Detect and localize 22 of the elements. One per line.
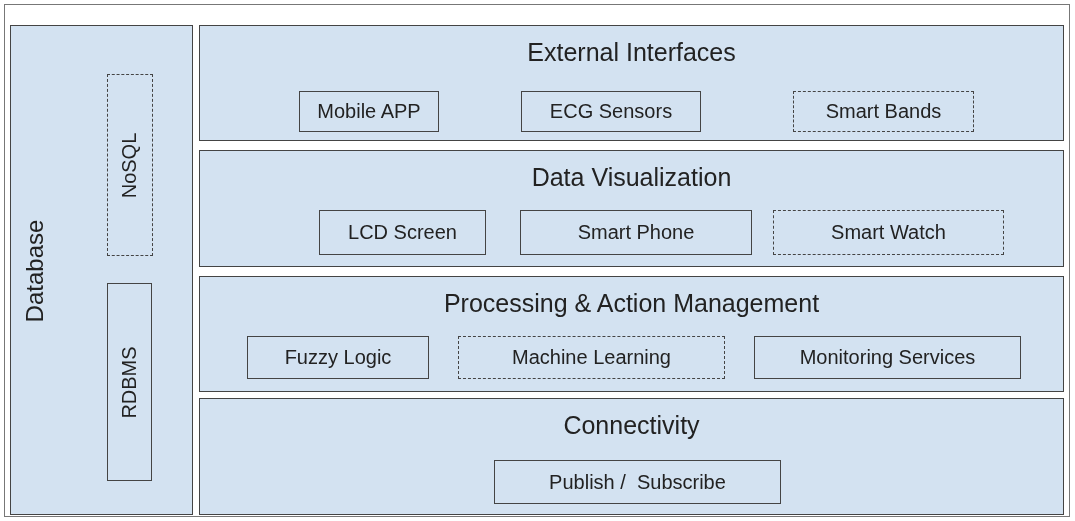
component-box: LCD Screen [319, 210, 486, 255]
layer-panel [199, 150, 1064, 267]
component-box: RDBMS [107, 283, 152, 481]
panel-title: Database [21, 219, 49, 323]
layer-title: Connectivity [562, 411, 701, 440]
component-box: Smart Watch [773, 210, 1004, 255]
component-box: Monitoring Services [754, 336, 1021, 379]
component-box: Machine Learning [458, 336, 725, 379]
layer-panel [199, 25, 1064, 141]
layer-title: Data Visualization [530, 163, 733, 192]
component-box: ECG Sensors [521, 91, 701, 132]
component-box: Fuzzy Logic [247, 336, 429, 379]
component-box: NoSQL [107, 74, 153, 256]
component-box: Mobile APP [299, 91, 439, 132]
layer-title: External Interfaces [526, 38, 737, 67]
layer-panel [199, 398, 1064, 515]
database-panel [10, 25, 193, 515]
component-box: Smart Bands [793, 91, 974, 132]
component-box: Publish / Subscribe [494, 460, 781, 504]
layer-title: Processing & Action Management [442, 289, 821, 318]
component-box: Smart Phone [520, 210, 752, 255]
layer-panel [199, 276, 1064, 392]
